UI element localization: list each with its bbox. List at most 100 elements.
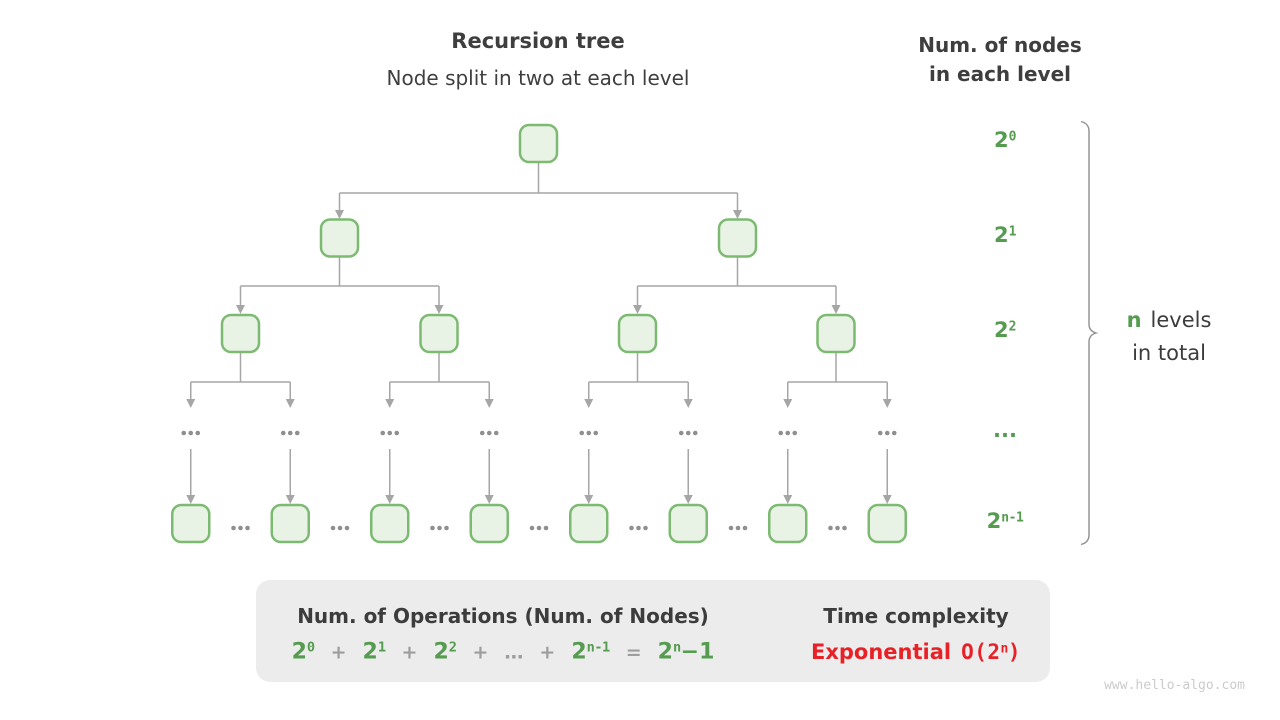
ellipsis-dot xyxy=(181,430,187,436)
level-count-label: 22 xyxy=(994,318,1016,342)
level-count-label: ... xyxy=(993,418,1017,442)
formula-token: + xyxy=(539,641,556,664)
complexity-result: Exponential O(2n) xyxy=(811,640,1021,664)
formula-token: 2n−1 xyxy=(657,639,715,665)
ellipsis-dot xyxy=(685,430,691,436)
tree-node xyxy=(717,218,758,258)
arrowhead xyxy=(783,399,793,408)
arrowhead xyxy=(831,305,841,314)
ellipsis-dot xyxy=(337,525,343,531)
ellipsis-dot xyxy=(543,525,549,531)
ellipsis-dot xyxy=(479,430,485,436)
operations-heading: Num. of Operations (Num. of Nodes) xyxy=(297,604,709,628)
formula-token: 20 xyxy=(291,639,315,665)
operations-formula: 20+21+22+…+2n-1=2n−1 xyxy=(284,640,723,665)
ellipsis-dot xyxy=(579,430,585,436)
levels-total-n: n xyxy=(1126,308,1142,332)
diagram-subtitle: Node split in two at each level xyxy=(386,66,690,90)
formula-token: O(2n) xyxy=(961,640,1022,664)
formula-token: + xyxy=(330,641,347,664)
formula-token: 22 xyxy=(433,639,457,665)
tree-node xyxy=(569,503,609,544)
ellipsis-dot xyxy=(493,430,499,436)
arrowhead xyxy=(683,495,693,504)
ellipsis-dot xyxy=(586,430,592,436)
tree-node xyxy=(816,313,856,354)
ellipsis-dot xyxy=(735,525,741,531)
arrowhead xyxy=(783,495,793,504)
tree-node xyxy=(617,313,658,354)
tree-node xyxy=(370,503,410,544)
ellipsis-dot xyxy=(486,430,492,436)
levels-total-rest: levels xyxy=(1150,308,1212,332)
ellipsis-dot xyxy=(778,430,784,436)
ellipsis-dot xyxy=(792,430,798,436)
ellipsis-dot xyxy=(231,525,236,531)
ellipsis-dot xyxy=(195,430,201,436)
arrowhead xyxy=(733,210,742,219)
ellipsis-dot xyxy=(188,430,194,436)
arrowhead xyxy=(434,305,444,314)
ellipsis-dot xyxy=(238,525,243,531)
ellipsis-dot xyxy=(529,525,535,531)
ellipsis-dot xyxy=(643,525,648,531)
tree-node xyxy=(668,503,708,544)
ellipsis-dot xyxy=(842,525,847,531)
arrowhead xyxy=(385,399,395,408)
ellipsis-dot xyxy=(380,430,386,436)
tree-node xyxy=(319,218,360,258)
ellipsis-dot xyxy=(629,525,634,531)
tree-node xyxy=(419,313,459,354)
time-complexity-heading: Time complexity xyxy=(823,604,1009,628)
formula-token: + xyxy=(401,641,418,664)
arrowhead xyxy=(633,305,642,314)
ellipsis-dot xyxy=(294,430,300,436)
arrowhead xyxy=(683,399,693,408)
ellipsis-dot xyxy=(394,430,400,436)
ellipsis-dot xyxy=(387,430,393,436)
ellipsis-dot xyxy=(678,430,684,436)
level-count-label: 21 xyxy=(994,223,1016,247)
arrowhead xyxy=(186,495,196,504)
formula-token: = xyxy=(625,641,642,664)
ellipsis-dot xyxy=(536,525,542,531)
formula-token: … xyxy=(504,641,524,664)
tree-node xyxy=(469,503,509,544)
ellipsis-dot xyxy=(835,525,840,531)
arrowhead xyxy=(285,495,295,504)
tree-node xyxy=(867,503,907,544)
ellipsis-dot xyxy=(344,525,350,531)
ellipsis-dot xyxy=(437,525,442,531)
arrowhead xyxy=(385,495,395,504)
level-count-label: 20 xyxy=(994,128,1016,152)
complexity-word: Exponential xyxy=(810,640,952,664)
ellipsis-dot xyxy=(728,525,734,531)
ellipsis-dot xyxy=(742,525,748,531)
arrowhead xyxy=(882,495,892,504)
ellipsis-dot xyxy=(330,525,336,531)
arrowhead xyxy=(484,399,494,408)
ellipsis-dot xyxy=(828,525,833,531)
arrowhead xyxy=(882,399,892,408)
nodes-per-level-heading-line2: in each level xyxy=(928,62,1072,86)
arrowhead xyxy=(236,305,245,314)
ellipsis-dot xyxy=(877,430,883,436)
arrowhead xyxy=(584,495,594,504)
diagram-title: Recursion tree xyxy=(451,29,625,53)
level-count-label: 2n-1 xyxy=(986,509,1024,533)
arrowhead xyxy=(484,495,494,504)
formula-token: 21 xyxy=(362,639,386,665)
watermark: www.hello-algo.com xyxy=(1104,678,1245,693)
summary-box xyxy=(256,580,1050,682)
ellipsis-dot xyxy=(245,525,250,531)
arrowhead xyxy=(285,399,295,408)
nodes-per-level-heading: Num. of nodes in each level xyxy=(918,31,1082,89)
ellipsis-dot xyxy=(444,525,449,531)
tree-node xyxy=(518,123,559,164)
ellipsis-dot xyxy=(430,525,435,531)
arrowhead xyxy=(584,399,594,408)
